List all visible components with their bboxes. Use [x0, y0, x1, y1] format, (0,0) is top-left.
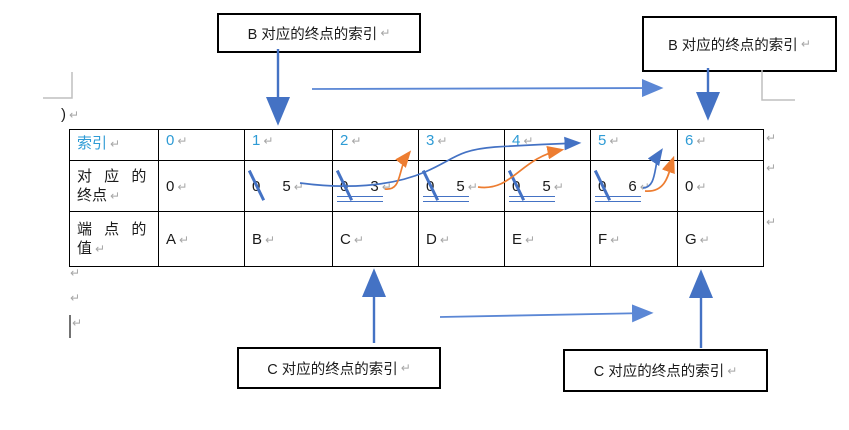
arrow-horizontal-bottom[interactable] — [439, 304, 654, 323]
table-row-index: 索引↵ 0↵ 1↵ 2↵ 3↵ 4↵ 5↵ 6↵ — [69, 129, 764, 161]
callout-text: C 对应的终点的索引 — [593, 364, 725, 380]
paragraph-mark-icon: ↵ — [525, 232, 536, 247]
endpoint-cell-4[interactable]: 05↵ — [504, 160, 591, 212]
paragraph-mark-icon: ↵ — [351, 134, 362, 148]
paragraph-mark-icon: ↵ — [179, 232, 190, 247]
paragraph-mark-icon: ↵ — [177, 134, 188, 148]
value-cell-A[interactable]: A↵ — [158, 211, 245, 267]
paragraph-mark-icon: ↵ — [800, 37, 811, 51]
paragraph-mark-icon: ↵ — [263, 134, 274, 148]
strike-mark — [247, 169, 265, 201]
page-margin-mark-top-right — [761, 70, 795, 101]
table-row-values: 端 点 的 值↵ A↵ B↵ C↵ D↵ E↵ F↵ G↵ — [69, 211, 764, 267]
endpoint-cell-2[interactable]: 03↵ — [332, 160, 419, 212]
paragraph-mark-icon: ↵ — [110, 188, 121, 203]
paragraph-mark-icon: ↵ — [467, 179, 478, 194]
index-cell-6[interactable]: 6↵ — [677, 129, 764, 161]
paragraph-mark-icon: ↵ — [353, 232, 364, 247]
paragraph-mark-icon: ↵ — [70, 266, 81, 280]
paragraph-mark-icon: ↵ — [553, 179, 564, 194]
paragraph-mark-icon: ↵ — [696, 179, 707, 194]
callout-c-endpoint-index-bottom-left[interactable]: C 对应的终点的索引↵ — [237, 347, 441, 389]
index-cell-2[interactable]: 2↵ — [332, 129, 419, 161]
paragraph-mark-icon: ↵ — [72, 316, 83, 330]
paragraph-mark-icon: ↵ — [609, 134, 620, 148]
paragraph-mark-icon: ↵ — [265, 232, 276, 247]
paragraph-mark-icon: ↵ — [727, 363, 738, 378]
index-cell-1[interactable]: 1↵ — [244, 129, 333, 161]
paren-char: ) — [61, 106, 66, 123]
row-label-endpoints[interactable]: 对 应 的 终点↵ — [69, 160, 159, 212]
paragraph-mark-icon: ↵ — [766, 161, 777, 175]
paragraph-mark-icon: ↵ — [610, 232, 621, 247]
endpoint-cell-3[interactable]: 05↵ — [418, 160, 505, 212]
paragraph-mark-icon: ↵ — [523, 134, 534, 148]
paragraph-mark-icon: ↵ — [639, 179, 650, 194]
paragraph-mark-icon: ↵ — [177, 179, 188, 194]
double-underline-mark — [337, 195, 383, 202]
callout-b-endpoint-index-top-right[interactable]: B 对应的终点的索引↵ — [642, 16, 837, 72]
callout-text: B 对应的终点的索引 — [247, 26, 378, 43]
index-cell-4[interactable]: 4↵ — [504, 129, 591, 161]
endpoint-cell-6[interactable]: 0↵ — [677, 160, 764, 212]
row-label-values[interactable]: 端 点 的 值↵ — [69, 211, 159, 267]
paragraph-mark-icon: ↵ — [380, 26, 391, 40]
double-underline-mark — [509, 195, 555, 202]
stray-paren-text[interactable]: )↵ — [61, 106, 79, 123]
index-cell-0[interactable]: 0↵ — [158, 129, 245, 161]
double-underline-mark — [595, 195, 641, 202]
paragraph-mark-icon: ↵ — [400, 361, 411, 375]
paragraph-mark-icon: ↵ — [766, 131, 777, 145]
row-label-index[interactable]: 索引↵ — [69, 129, 159, 161]
value-cell-D[interactable]: D↵ — [418, 211, 505, 267]
page-margin-mark-top-left — [43, 72, 73, 99]
double-underline-mark — [423, 195, 469, 202]
endpoint-cell-0[interactable]: 0↵ — [158, 160, 245, 212]
arrow-horizontal-top[interactable] — [311, 79, 664, 98]
paragraph-mark-icon: ↵ — [293, 179, 304, 194]
callout-c-endpoint-index-bottom-right[interactable]: C 对应的终点的索引↵ — [563, 349, 768, 392]
paragraph-mark-icon: ↵ — [110, 137, 121, 151]
endpoint-cell-5[interactable]: 06↵ — [590, 160, 678, 212]
paragraph-mark-icon: ↵ — [69, 108, 80, 122]
paragraph-mark-icon: ↵ — [439, 232, 450, 247]
callout-text: C 对应的终点的索引 — [267, 361, 398, 378]
value-cell-G[interactable]: G↵ — [677, 211, 764, 267]
endpoint-cell-1[interactable]: 05↵ — [244, 160, 333, 212]
value-cell-F[interactable]: F↵ — [590, 211, 678, 267]
paragraph-mark-icon: ↵ — [437, 134, 448, 148]
callout-text: B 对应的终点的索引 — [668, 37, 798, 54]
edge-index-table: 索引↵ 0↵ 1↵ 2↵ 3↵ 4↵ 5↵ 6↵ 对 应 的 终点↵ 0↵ 05… — [69, 129, 764, 267]
callout-b-endpoint-index-top-left[interactable]: B 对应的终点的索引↵ — [217, 13, 421, 53]
paragraph-mark-icon: ↵ — [696, 134, 707, 148]
paragraph-mark-icon: ↵ — [70, 291, 81, 305]
value-cell-B[interactable]: B↵ — [244, 211, 333, 267]
paragraph-mark-icon: ↵ — [699, 232, 710, 247]
paragraph-mark-icon: ↵ — [95, 241, 106, 256]
paragraph-mark-icon: ↵ — [381, 179, 392, 194]
index-cell-5[interactable]: 5↵ — [590, 129, 678, 161]
table-row-endpoints: 对 应 的 终点↵ 0↵ 05↵ 03↵ 05↵ 05↵ 06↵ 0↵ — [69, 160, 764, 212]
value-cell-C[interactable]: C↵ — [332, 211, 419, 267]
paragraph-mark-icon: ↵ — [766, 215, 777, 229]
value-cell-E[interactable]: E↵ — [504, 211, 591, 267]
index-cell-3[interactable]: 3↵ — [418, 129, 505, 161]
